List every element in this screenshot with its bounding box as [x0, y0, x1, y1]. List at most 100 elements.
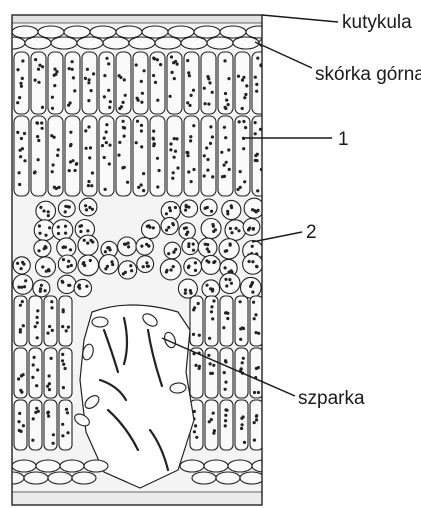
epidermis-cell	[25, 37, 51, 49]
spongy-cell	[222, 200, 241, 219]
chloroplast	[36, 368, 39, 371]
chloroplast	[122, 101, 125, 104]
spongy-cell	[161, 217, 178, 234]
spongy-cell	[34, 240, 51, 257]
chloroplast	[72, 76, 75, 79]
chloroplast	[198, 334, 201, 337]
chloroplast	[256, 57, 259, 60]
chloroplast	[51, 170, 54, 173]
chloroplast	[22, 424, 25, 427]
chloroplast	[20, 391, 23, 394]
spongy-cell	[13, 275, 33, 295]
chloroplast	[255, 265, 258, 268]
chloroplast	[89, 239, 92, 242]
chloroplast	[224, 381, 227, 384]
chloroplast	[64, 232, 67, 235]
chloroplast	[206, 243, 209, 246]
spongy-cell	[36, 201, 56, 221]
chloroplast	[220, 151, 223, 154]
chloroplast	[16, 131, 19, 134]
chloroplast	[69, 131, 72, 134]
chloroplast	[140, 145, 143, 148]
epidermis-cell	[180, 460, 204, 472]
chloroplast	[137, 186, 140, 189]
chloroplast	[140, 183, 143, 186]
chloroplast	[242, 415, 245, 418]
chloroplast	[253, 391, 256, 394]
chloroplast	[186, 59, 189, 62]
chloroplast	[34, 325, 37, 328]
chloroplast	[16, 262, 19, 265]
chloroplast	[39, 206, 42, 209]
chloroplast	[47, 268, 50, 271]
chloroplast	[19, 328, 22, 331]
chloroplast	[104, 188, 107, 191]
chloroplast	[48, 388, 51, 391]
chloroplast	[36, 122, 39, 125]
chloroplast	[185, 151, 188, 154]
chloroplast	[87, 125, 90, 128]
epidermis-cell	[48, 472, 72, 484]
chloroplast	[156, 58, 159, 61]
chloroplast	[71, 159, 74, 162]
chloroplast	[167, 252, 170, 255]
epidermis-cell	[64, 26, 90, 38]
chloroplast	[210, 305, 213, 308]
chloroplast	[66, 411, 69, 414]
chloroplast	[35, 384, 38, 387]
chloroplast	[36, 316, 39, 319]
chloroplast	[159, 63, 162, 66]
chloroplast	[224, 266, 227, 269]
chloroplast	[169, 209, 172, 212]
chloroplast	[251, 245, 254, 248]
chloroplast	[187, 206, 190, 209]
chloroplast	[245, 84, 248, 87]
chloroplast	[121, 166, 124, 169]
chloroplast	[211, 135, 214, 138]
spongy-cell	[184, 258, 202, 276]
palisade-cell	[29, 296, 42, 346]
epidermis-cell	[220, 26, 246, 38]
chloroplast	[31, 439, 34, 442]
chloroplast	[64, 205, 67, 208]
chloroplast	[242, 147, 245, 150]
chloroplast	[225, 284, 228, 287]
chloroplast	[224, 136, 227, 139]
epidermis-cell	[259, 37, 285, 49]
palisade-cell	[116, 52, 131, 114]
label-number-1: 1	[338, 129, 349, 150]
chloroplast	[127, 245, 130, 248]
chloroplast	[64, 225, 67, 228]
palisade-cell	[190, 296, 203, 346]
chloroplast	[142, 265, 145, 268]
palisade-cell	[150, 116, 165, 196]
epidermis-cell	[228, 460, 252, 472]
chloroplast	[173, 156, 176, 159]
chloroplast	[38, 232, 41, 235]
chloroplast	[239, 338, 242, 341]
chloroplast	[16, 101, 19, 104]
chloroplast	[118, 141, 121, 144]
chloroplast	[19, 155, 22, 158]
chloroplast	[206, 158, 209, 161]
chloroplast	[204, 207, 207, 210]
chloroplast	[136, 120, 139, 123]
chloroplast	[152, 130, 155, 133]
chloroplast	[176, 166, 179, 169]
chloroplast	[254, 121, 257, 124]
chloroplast	[198, 367, 201, 370]
chloroplast	[239, 327, 242, 330]
chloroplast	[84, 129, 87, 132]
cuticle-band	[12, 15, 262, 23]
chloroplast	[212, 364, 215, 367]
chloroplast	[85, 285, 88, 288]
epidermis-cell	[38, 26, 64, 38]
chloroplast	[36, 135, 39, 138]
chloroplast	[250, 283, 253, 286]
chloroplast	[103, 95, 106, 98]
chloroplast	[224, 107, 227, 110]
chloroplast	[195, 436, 198, 439]
spongy-cell	[243, 219, 260, 236]
chloroplast	[156, 157, 159, 160]
